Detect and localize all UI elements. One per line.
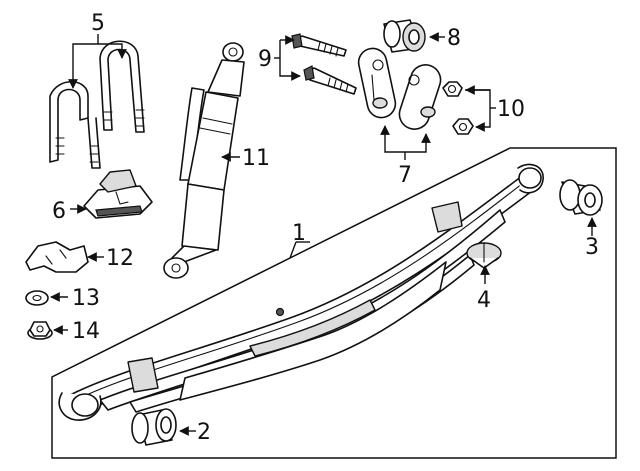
callout-5: 5: [91, 11, 105, 36]
shackle-plates[interactable]: [356, 46, 444, 133]
spacer-block[interactable]: [83, 169, 153, 219]
callout-6: 6: [52, 199, 66, 224]
callout-7: 7: [398, 163, 412, 188]
shackle-bushing[interactable]: [383, 19, 426, 53]
callout-4: 4: [477, 288, 491, 313]
callout-8: 8: [447, 26, 461, 51]
spring-bracket[interactable]: [25, 241, 89, 273]
rear-bushing[interactable]: [559, 179, 603, 216]
callout-9: 9: [258, 47, 272, 72]
callout-10: 10: [497, 97, 525, 122]
callout-3: 3: [585, 235, 599, 260]
callout-13: 13: [72, 286, 100, 311]
callout-12: 12: [106, 246, 134, 271]
u-bolts[interactable]: [49, 40, 145, 169]
shackle-bolts[interactable]: [291, 33, 357, 95]
leaf-spring-assembly-frame: [51, 147, 617, 459]
callout-2: 2: [197, 420, 211, 445]
callout-14: 14: [72, 319, 100, 344]
shackle-nuts[interactable]: [442, 81, 474, 135]
shock-absorber[interactable]: [163, 42, 245, 279]
leaf-spring[interactable]: [58, 163, 544, 421]
callout-11: 11: [242, 146, 270, 171]
flange-nut[interactable]: [27, 321, 53, 340]
bump-stop-pad[interactable]: [466, 242, 502, 269]
washer[interactable]: [25, 290, 49, 306]
callout-1: 1: [292, 221, 306, 246]
front-bushing[interactable]: [131, 408, 177, 446]
